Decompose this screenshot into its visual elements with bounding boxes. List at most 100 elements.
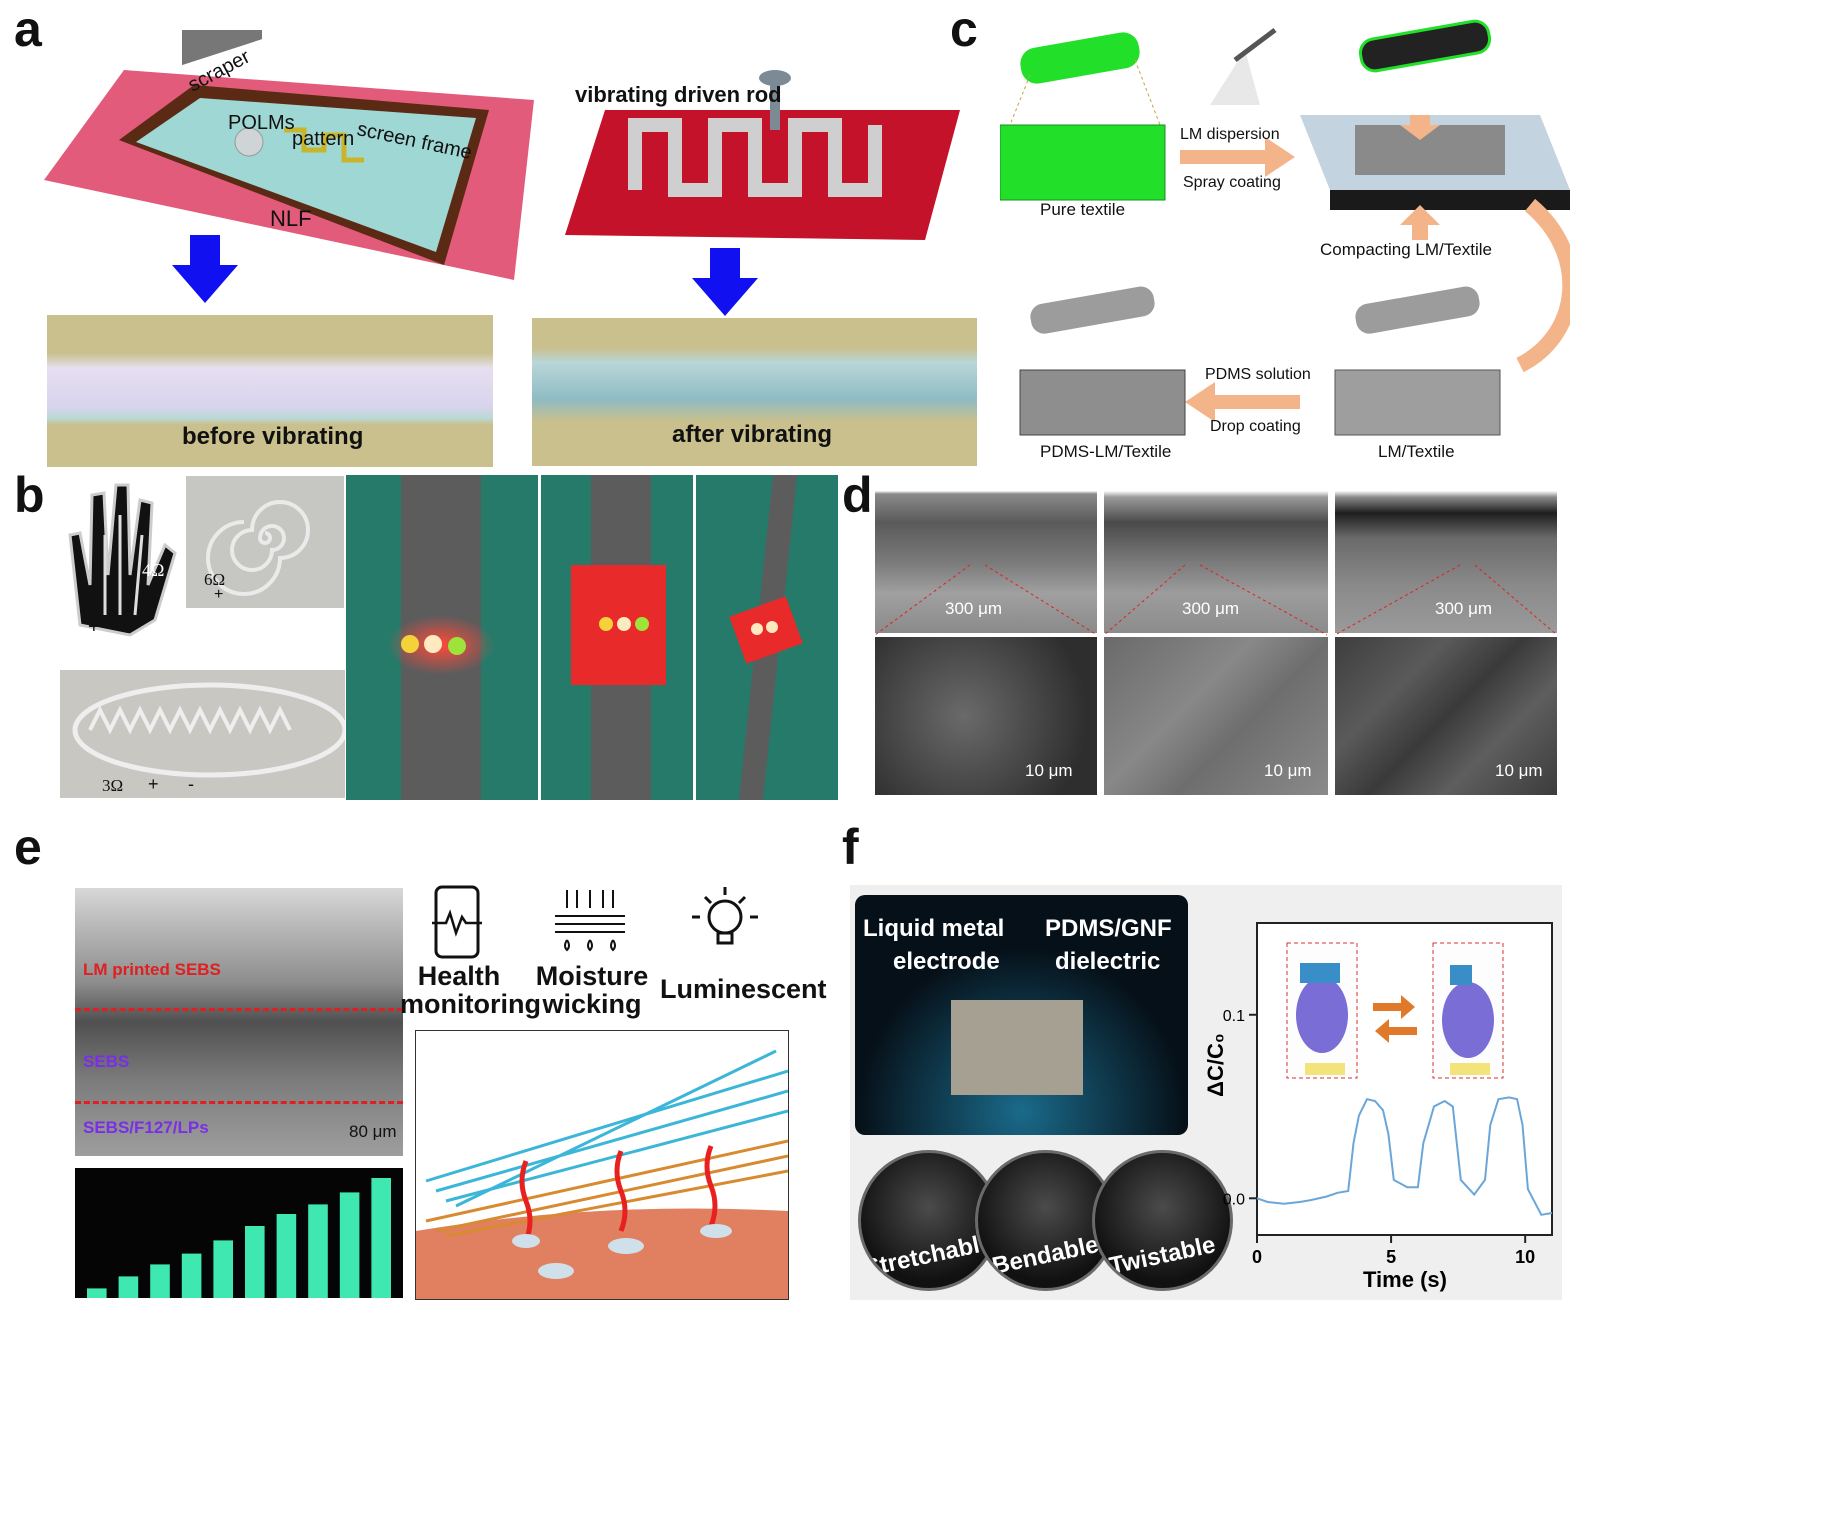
luminescent-bar	[308, 1204, 328, 1298]
luminescent-bar	[276, 1214, 297, 1298]
led-photo-3	[696, 475, 838, 800]
sem-top-2: 300 μm	[1104, 475, 1328, 633]
label-drop-coating: Drop coating	[1210, 418, 1301, 435]
sem-top-3: 300 μm	[1335, 475, 1557, 633]
spiral-resistance: 6Ω	[204, 570, 226, 589]
panel-label-e: e	[14, 819, 42, 875]
panel-label-c: c	[950, 1, 978, 57]
label-polms: POLMs	[228, 112, 295, 134]
luminescent-bar	[371, 1178, 391, 1298]
polms-drop	[234, 127, 264, 157]
curved-arrow	[1516, 198, 1570, 373]
rod-head	[759, 70, 791, 86]
x-tick-label: 0	[1252, 1247, 1262, 1267]
layer-lm-printed-sebs: LM printed SEBS	[83, 960, 221, 979]
sem-bottom-scale-1: 10 μm	[1025, 761, 1073, 780]
lm-electrode-patch	[951, 1000, 1083, 1095]
arrow-down-icon	[692, 248, 758, 316]
chart-series-line	[1256, 1096, 1553, 1216]
before-vibrating-photo: before vibrating	[47, 315, 493, 467]
label-pattern: pattern	[292, 128, 355, 150]
after-vibrating-photo: after vibrating	[532, 318, 977, 466]
pd-label-1: PDMS/GNF	[1045, 915, 1172, 942]
chart-x-label: Time (s)	[1363, 1267, 1447, 1292]
textile-process-diagram	[1000, 19, 1570, 436]
chart-y-label: ΔC/C₀	[1203, 1033, 1228, 1097]
sem-top-1: 300 μm	[875, 475, 1097, 633]
label-nlf: NLF	[270, 206, 312, 231]
panel-label-b: b	[14, 467, 45, 523]
insole-resistance: 3Ω	[102, 776, 124, 795]
luminescent-bar	[245, 1226, 265, 1298]
process-arrow-left	[1185, 382, 1300, 422]
scraper-blade	[182, 30, 262, 66]
sem-top-scale-3: 300 μm	[1435, 599, 1493, 618]
screen-mesh	[136, 98, 476, 252]
label-vibrating-rod: vibrating driven rod	[575, 82, 782, 107]
insole-electrode-photo: 3Ω + -	[60, 670, 345, 798]
insole-minus: -	[188, 774, 194, 794]
before-vibrating-label: before vibrating	[182, 423, 364, 450]
label-pure-textile: Pure textile	[1040, 200, 1126, 219]
label-compacting: Compacting LM/Textile	[1320, 240, 1492, 259]
device-photo: Liquid metal electrode PDMS/GNF dielectr…	[855, 895, 1188, 1135]
arrow-down-icon	[172, 235, 238, 303]
sem-bottom-1: 10 μm	[875, 637, 1097, 795]
sebs-scale: 80 μm	[349, 1122, 397, 1141]
panel-label-d: d	[842, 467, 873, 523]
panel-label-f: f	[842, 819, 859, 875]
luminescent-bar	[213, 1240, 233, 1298]
spiral-plus: +	[214, 586, 224, 603]
label-spray-coating: Spray coating	[1183, 174, 1281, 191]
sebs-sem-image: LM printed SEBS SEBS SEBS/F127/LPs 80 μm	[75, 888, 403, 1156]
luminescent-bar	[181, 1253, 202, 1298]
red-mat	[565, 110, 960, 240]
spiral-pattern	[206, 500, 310, 596]
green-fiber	[1020, 32, 1140, 84]
phone-heart-icon	[432, 885, 482, 959]
luminescent-bar	[87, 1288, 107, 1298]
panel-label-a: a	[14, 1, 42, 57]
luminescent-bar	[118, 1276, 139, 1298]
icon-label-luminescent: Luminescent	[660, 974, 827, 1004]
printed-pattern	[284, 127, 364, 163]
sem-bottom-3: 10 μm	[1335, 637, 1557, 795]
pdms-lm-textile	[1019, 369, 1186, 436]
dark-fiber	[1358, 19, 1492, 73]
layer-sebs: SEBS	[83, 1052, 130, 1071]
hand-resistance: 4Ω	[142, 560, 165, 580]
screen-printing-illustration	[44, 30, 534, 280]
label-lm-dispersion: LM dispersion	[1180, 126, 1280, 143]
sem-bottom-2: 10 μm	[1104, 637, 1328, 795]
x-tick-label: 5	[1386, 1247, 1396, 1267]
hand-minus: -	[124, 616, 131, 638]
luminescent-bar	[150, 1264, 170, 1298]
spray-gun	[1233, 28, 1277, 62]
label-pdms-solution: PDMS solution	[1205, 366, 1311, 383]
fiber-wicking-illustration	[415, 1030, 789, 1300]
led-photo-1	[346, 475, 538, 800]
layer-sebs-f127-lps: SEBS/F127/LPs	[83, 1118, 209, 1137]
lm-label-2: electrode	[893, 948, 1000, 975]
sem-top-scale-2: 300 μm	[1182, 599, 1240, 618]
label-pdms-lm-textile: PDMS-LM/Textile	[1040, 442, 1172, 461]
green-textile	[1000, 124, 1166, 201]
insole-plus: +	[148, 774, 159, 794]
hand-electrode-photo	[68, 483, 177, 637]
after-vibrating-label: after vibrating	[672, 421, 833, 448]
swap-arrow-icon	[1373, 995, 1415, 1019]
serpentine-electrode	[628, 118, 882, 197]
spray-cone	[1210, 50, 1260, 105]
luminescent-bar	[339, 1192, 360, 1298]
luminescent-bars-photo	[75, 1168, 403, 1298]
hand-plus: +	[88, 616, 100, 638]
vibrating-rod-illustration	[565, 70, 960, 240]
lm-textile	[1334, 369, 1501, 436]
sem-bottom-scale-2: 10 μm	[1264, 761, 1312, 780]
twistable-photo: Twistable	[1092, 1150, 1233, 1291]
lm-label-1: Liquid metal	[863, 915, 1005, 942]
process-arrow	[1180, 137, 1295, 177]
